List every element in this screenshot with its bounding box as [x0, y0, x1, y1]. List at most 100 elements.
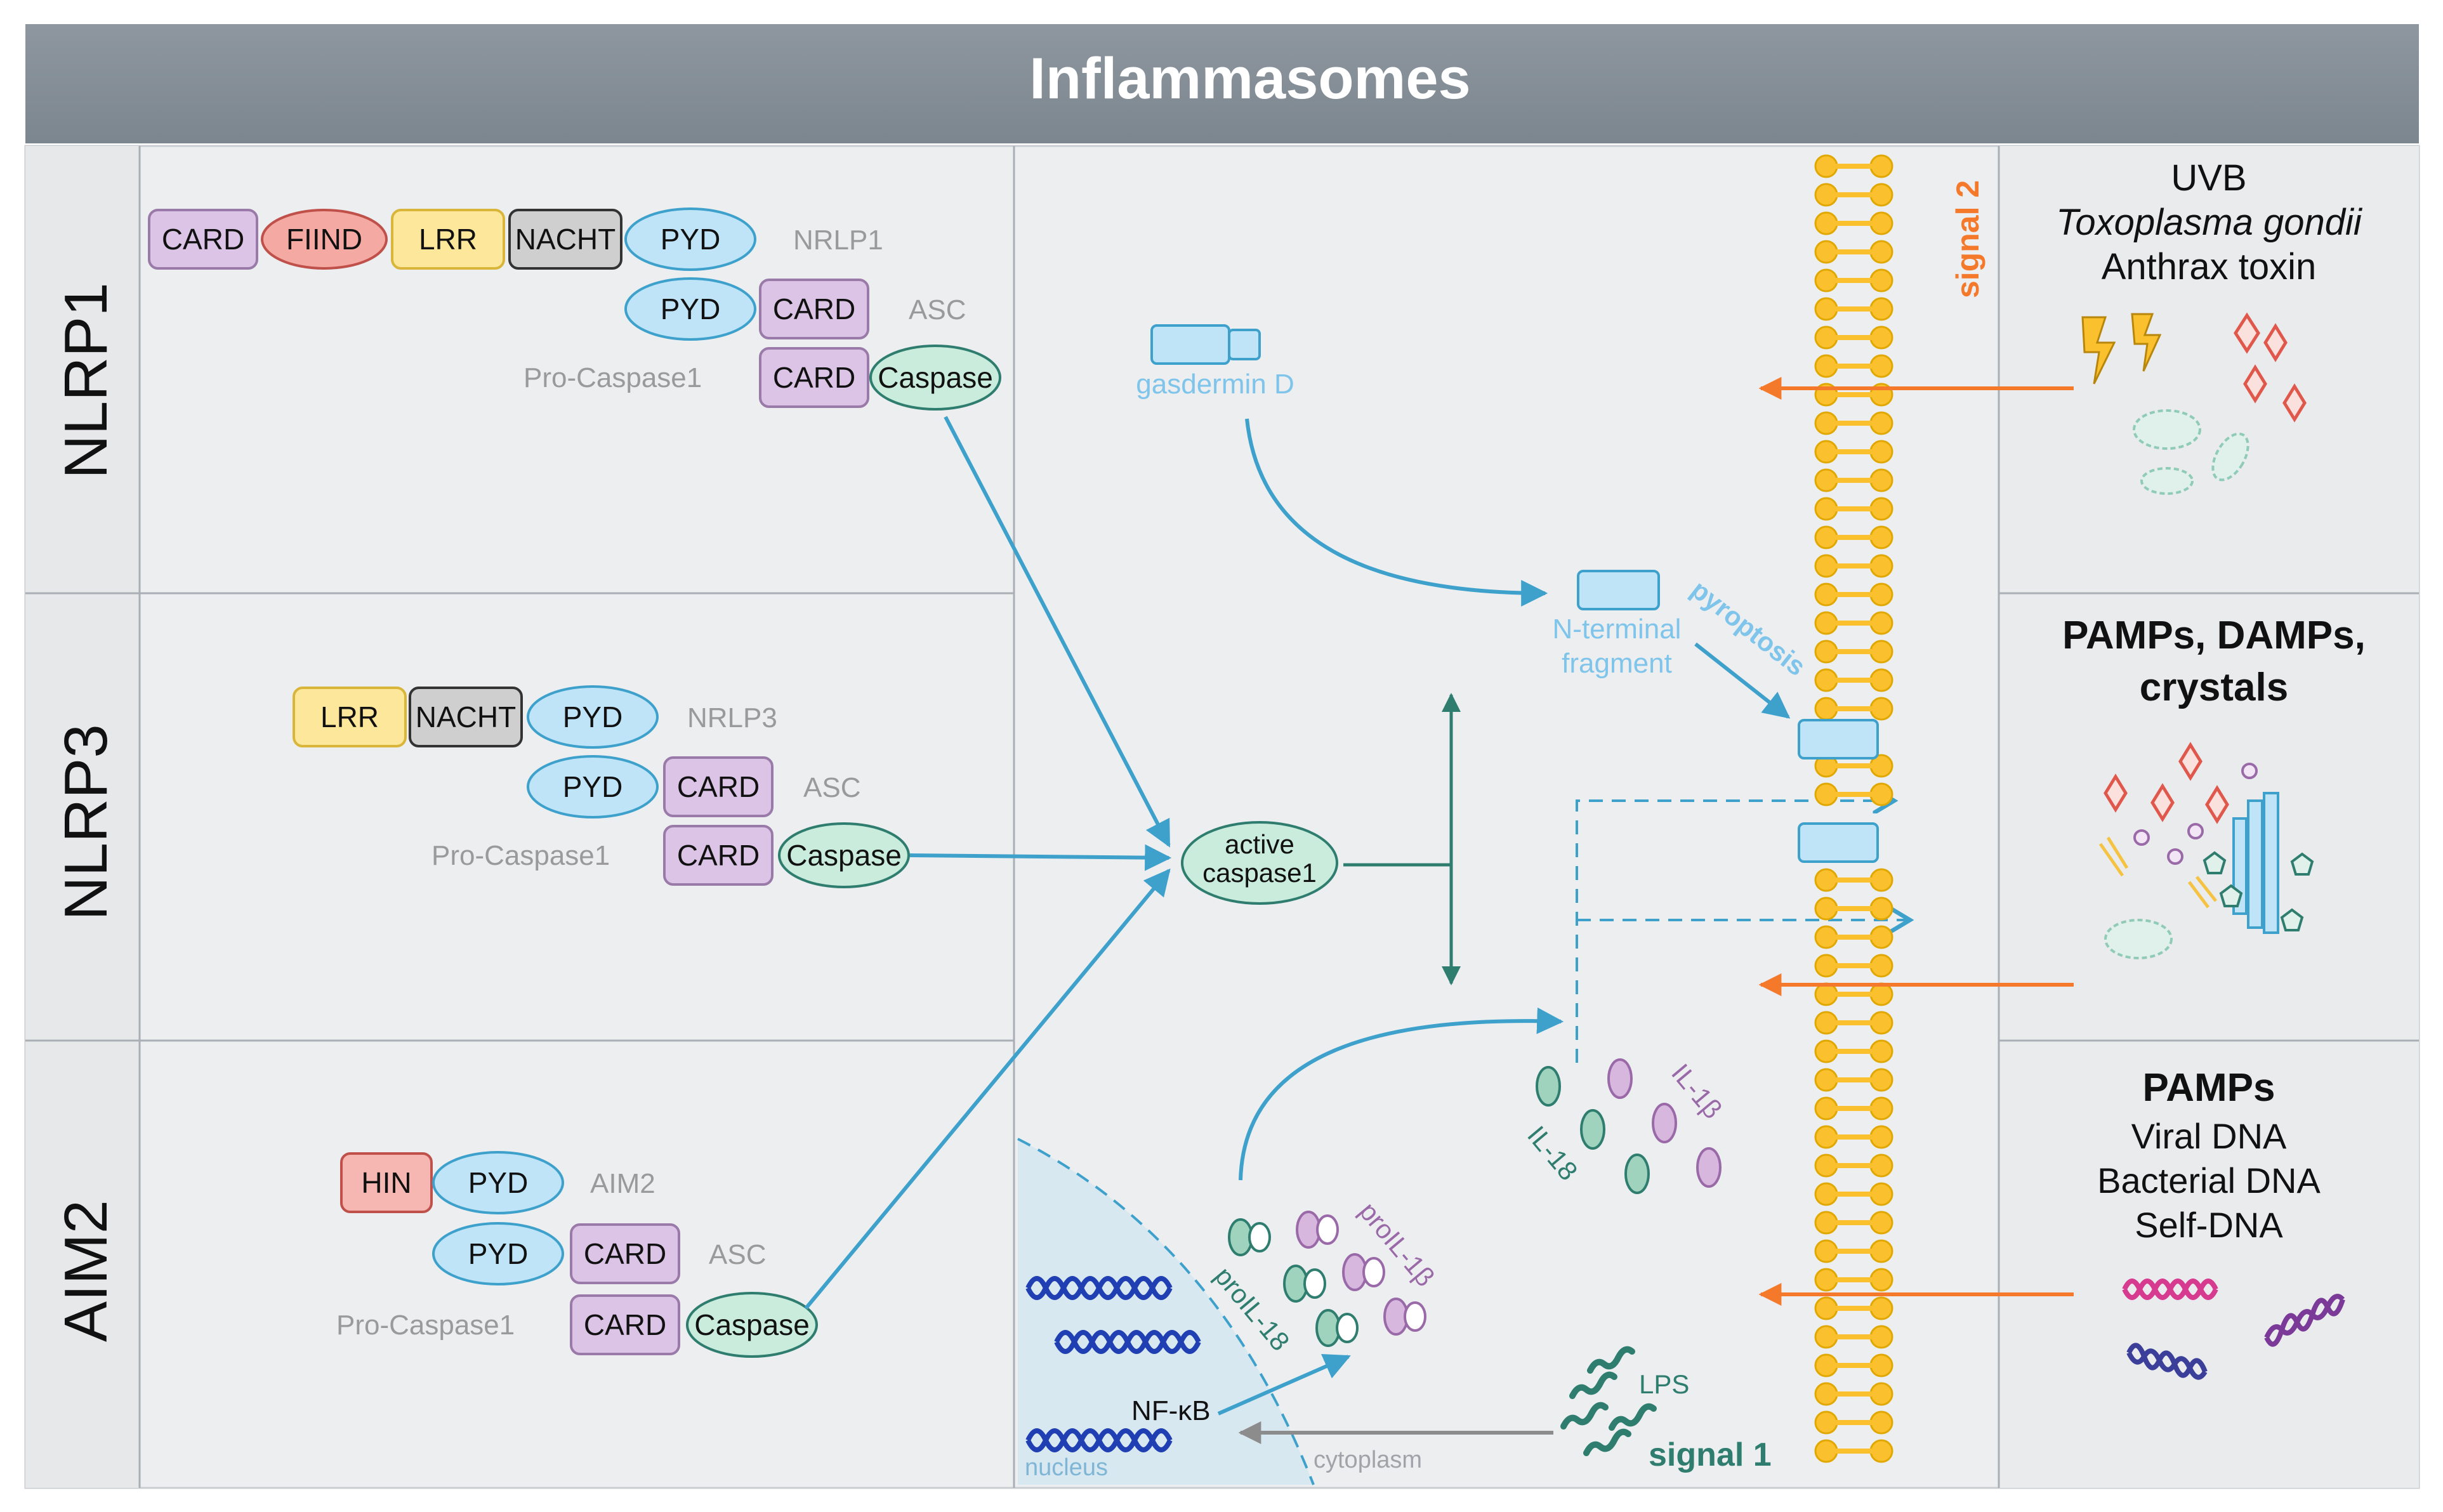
lipid-head — [1814, 1439, 1838, 1463]
lipid-head — [1814, 1096, 1838, 1121]
lipid-head — [1814, 982, 1838, 1006]
lipid-head — [1814, 954, 1838, 978]
uvb-lightning-icon — [2081, 313, 2162, 385]
lipid-head — [1814, 240, 1838, 264]
card-domain — [570, 1294, 680, 1355]
nrlp1-label: NRLP1 — [793, 225, 883, 256]
lipid-head — [1869, 668, 1893, 692]
pyd-label: PYD — [468, 1237, 529, 1270]
lipid-head — [1869, 1239, 1893, 1263]
trigger2-line1: PAMPs, DAMPs, — [2062, 614, 2366, 657]
lipid-head — [1869, 982, 1893, 1006]
lipid-head — [1814, 697, 1838, 721]
pyd-label: PYD — [468, 1166, 529, 1199]
card-domain — [570, 1223, 680, 1284]
nlrp1-pro-caspase1: Pro-Caspase1 CARD Caspase — [524, 345, 1001, 411]
page-title: Inflammasomes — [1029, 46, 1470, 111]
aim2-to-caspase-arrow — [804, 868, 1171, 1310]
nfkb-label: NF-κB — [1131, 1395, 1211, 1426]
lipid-head — [1869, 1011, 1893, 1035]
pyd-domain — [624, 207, 756, 271]
lipid-head — [1869, 1154, 1893, 1178]
caspase-label: Caspase — [694, 1308, 810, 1341]
nacht-domain — [409, 687, 523, 747]
lipid-head — [1814, 1182, 1838, 1206]
pyd-domain — [432, 1151, 564, 1214]
lipid-head — [1814, 554, 1838, 578]
asc-label: ASC — [803, 772, 860, 803]
n-terminal-fragment — [1577, 570, 1660, 610]
nlrp3-pro-caspase1: Pro-Caspase1 CARD Caspase — [431, 822, 910, 888]
lipid-head — [1869, 497, 1893, 521]
lipid-head — [1869, 411, 1893, 435]
lipid-head — [1869, 782, 1893, 806]
membrane-pore — [1798, 719, 1879, 759]
nrlp3-label: NRLP3 — [687, 702, 777, 733]
lipid-head — [1869, 268, 1893, 293]
lipid-head — [1869, 897, 1893, 921]
lipid-head — [1869, 1353, 1893, 1377]
lipid-head — [1814, 325, 1838, 350]
active-label-2: caspase1 — [1202, 858, 1317, 888]
trigger3-line1: PAMPs — [2142, 1066, 2275, 1110]
cell-membrane — [1814, 154, 1893, 1463]
trigger3-line2: Viral DNA — [2131, 1116, 2287, 1156]
nlrp1-protein: CARD FIIND LRR NACHT PYD NRLP1 — [148, 207, 883, 271]
toxoplasma-parasite-icon — [2133, 409, 2249, 495]
pro-il18-molecules — [1228, 1218, 1359, 1347]
asc-label: ASC — [709, 1239, 766, 1270]
pyd-label: PYD — [661, 223, 721, 256]
card-domain — [759, 347, 869, 408]
self-dna-icon — [2126, 1343, 2208, 1380]
lipid-head — [1814, 868, 1838, 892]
lipid-head — [1814, 1011, 1838, 1035]
lipid-head — [1869, 211, 1893, 235]
nacht-domain — [508, 209, 622, 270]
lipid-head — [1869, 640, 1893, 664]
lipid-head — [1814, 497, 1838, 521]
lipid-head — [1869, 240, 1893, 264]
nlrp1-to-caspase-arrow — [944, 416, 1171, 848]
lipid-head — [1869, 1182, 1893, 1206]
lipid-head — [1814, 525, 1838, 549]
card-label: CARD — [773, 293, 855, 325]
aim2-protein-label: AIM2 — [590, 1168, 655, 1199]
membrane-pore — [1798, 822, 1879, 863]
lipid-head — [1814, 154, 1838, 178]
lipid-head — [1869, 1410, 1893, 1435]
lipid-head — [1869, 440, 1893, 464]
lipid-head — [1869, 925, 1893, 949]
bacterial-dna-icon — [2264, 1294, 2345, 1347]
lrr-label: LRR — [419, 223, 477, 256]
nacht-label: NACHT — [515, 223, 616, 256]
toxin-diamond-icon — [2234, 312, 2307, 423]
lipid-head — [1814, 1068, 1838, 1092]
lipid-head — [1814, 297, 1838, 321]
caspase-label: Caspase — [786, 839, 902, 872]
fiind-domain — [261, 209, 388, 270]
lipid-head — [1869, 1296, 1893, 1320]
lipid-head — [1814, 1353, 1838, 1377]
lipid-head — [1814, 782, 1838, 806]
card-label: CARD — [677, 839, 760, 872]
aim2-pro-caspase1: Pro-Caspase1 CARD Caspase — [336, 1292, 818, 1358]
pyd-domain — [527, 755, 659, 818]
trigger3-line3: Bacterial DNA — [2097, 1160, 2321, 1200]
pathogen-icon — [2104, 919, 2173, 959]
lipid-head — [1869, 154, 1893, 178]
lipid-head — [1814, 440, 1838, 464]
lipid-head — [1814, 1382, 1838, 1406]
pyd-domain — [432, 1222, 564, 1285]
lipid-head — [1814, 1039, 1838, 1063]
lrr-domain — [293, 687, 407, 747]
lipid-head — [1814, 668, 1838, 692]
lipid-head — [1814, 268, 1838, 293]
lipid-head — [1869, 468, 1893, 492]
crystal-icon — [2232, 792, 2279, 934]
row-label-aim2: AIM2 — [52, 1200, 120, 1342]
trigger2-line2: crystals — [2140, 666, 2288, 709]
trigger3-line4: Self-DNA — [2135, 1205, 2283, 1245]
lipid-head — [1814, 1239, 1838, 1263]
n-terminal-label-2: fragment — [1562, 648, 1672, 679]
